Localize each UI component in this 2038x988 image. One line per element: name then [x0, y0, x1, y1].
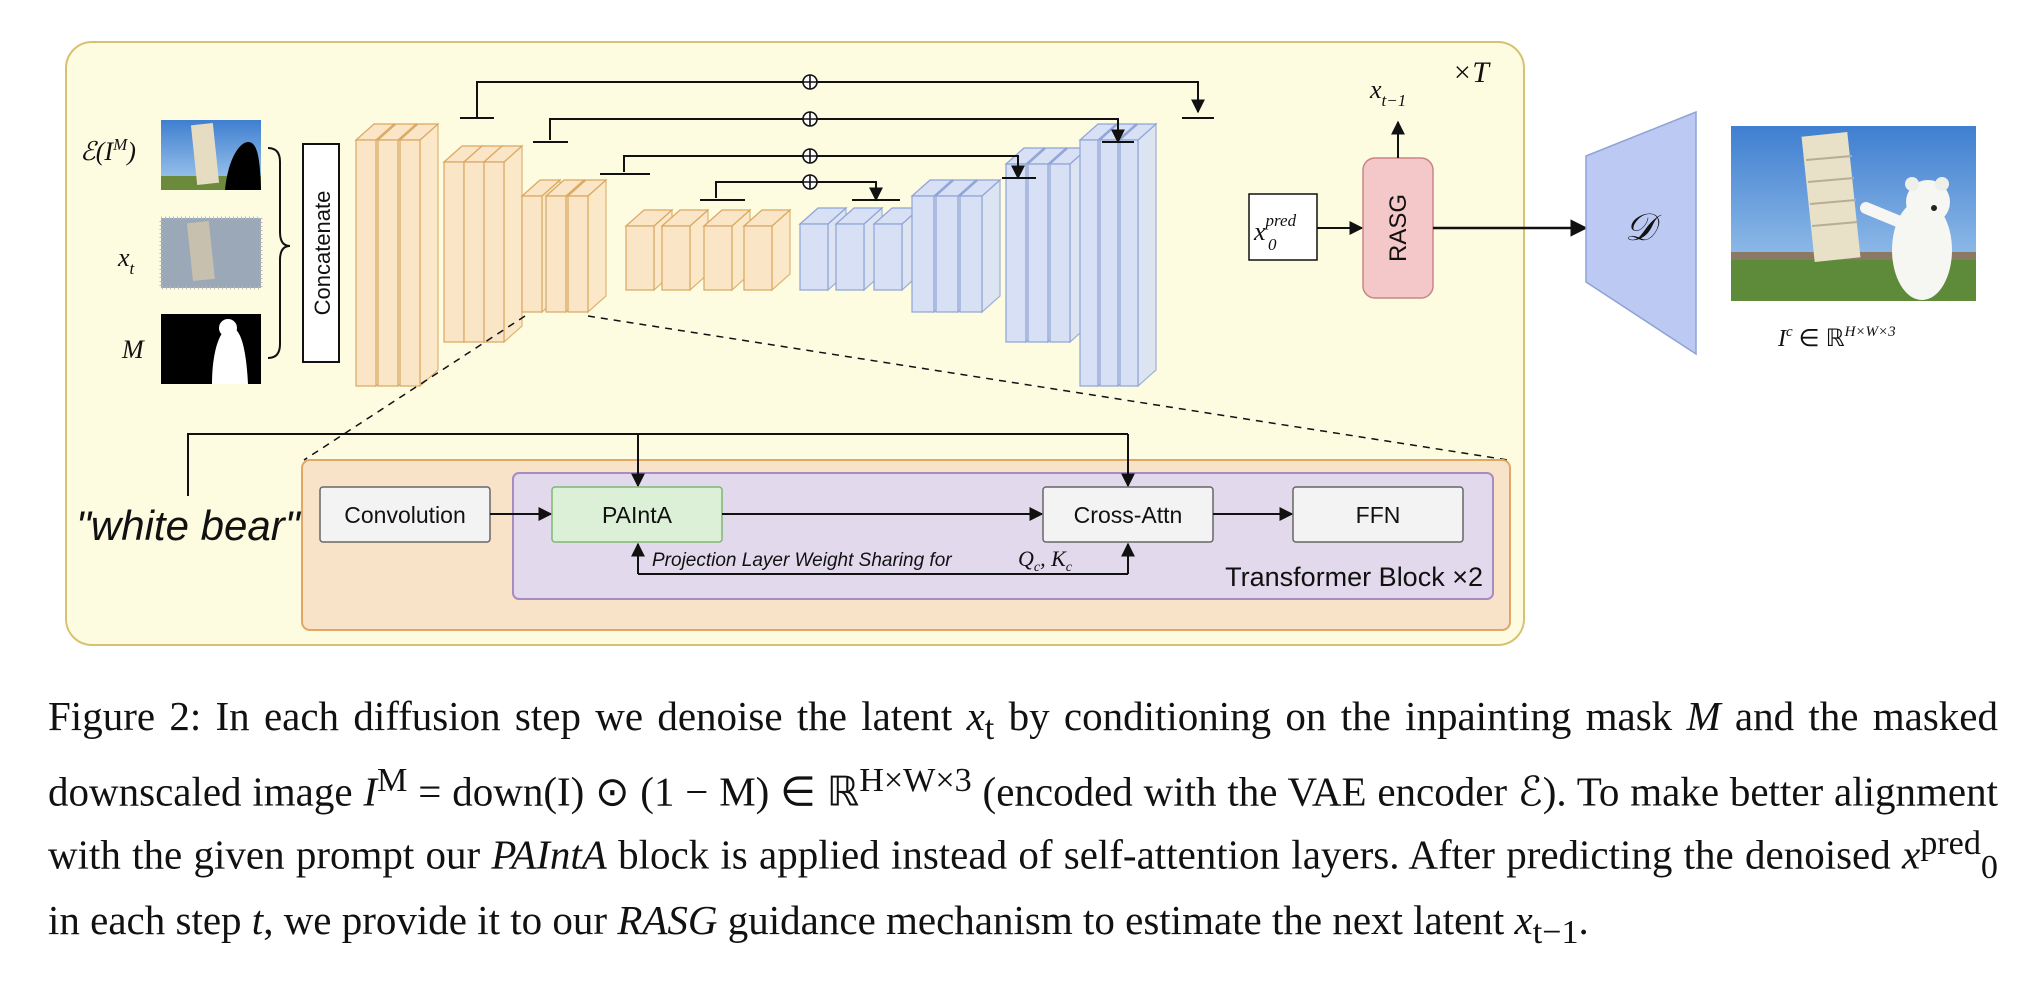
input-label-mask: M [121, 335, 145, 364]
concatenate-box [302, 143, 340, 363]
input-masked-image [161, 120, 261, 190]
prompt-line [187, 433, 1128, 496]
unet-layer [702, 208, 752, 292]
unet-layer [482, 144, 524, 344]
input-noisy-latent [159, 216, 263, 290]
weight-sharing-label: Projection Layer Weight Sharing for [652, 550, 952, 571]
input-brace [267, 147, 291, 359]
input-label-xt: xt [117, 243, 136, 278]
unet-layer [1118, 122, 1158, 388]
transformer-block-label: Transformer Block ×2 [1225, 562, 1483, 592]
unet-layer [566, 178, 608, 314]
zoom-line-left [303, 315, 526, 461]
cross-attn-label: Cross-Attn [1074, 502, 1183, 528]
unet-layer [742, 208, 792, 292]
figure-caption: Figure 2: In each diffusion step we deno… [48, 693, 1998, 951]
paint-label: PAIntA [602, 502, 673, 528]
skip-connections [460, 81, 1214, 202]
convolution-label: Convolution [344, 502, 465, 528]
ffn-label: FFN [1356, 502, 1401, 528]
ffn-box [1292, 486, 1464, 543]
concatenate-label: Concatenate [310, 191, 335, 316]
sum-operators [802, 74, 818, 190]
output-label: Ic ∈ ℝH×W×3 [1777, 324, 1896, 352]
input-mask [161, 314, 261, 384]
text-prompt: "white bear" [76, 502, 302, 549]
unet-layer [660, 208, 710, 292]
unet-layer [398, 122, 440, 388]
rasg-label: RASG [1385, 194, 1412, 262]
weight-sharing-math: Qc, Kc [1018, 546, 1073, 575]
unet [354, 122, 1158, 388]
vae-decoder [1585, 110, 1697, 356]
repeat-label: ×T [1452, 56, 1491, 89]
x0-pred-box [1248, 193, 1318, 261]
unet-layer [958, 178, 1002, 314]
xt-minus-1-label: xt−1 [1369, 75, 1406, 110]
input-label-encoded: ℰ(IM) [80, 135, 136, 166]
architecture-diagram: ×T ℰ(IM) xt M Concatenate [65, 41, 1976, 646]
output-image [1731, 126, 1976, 301]
